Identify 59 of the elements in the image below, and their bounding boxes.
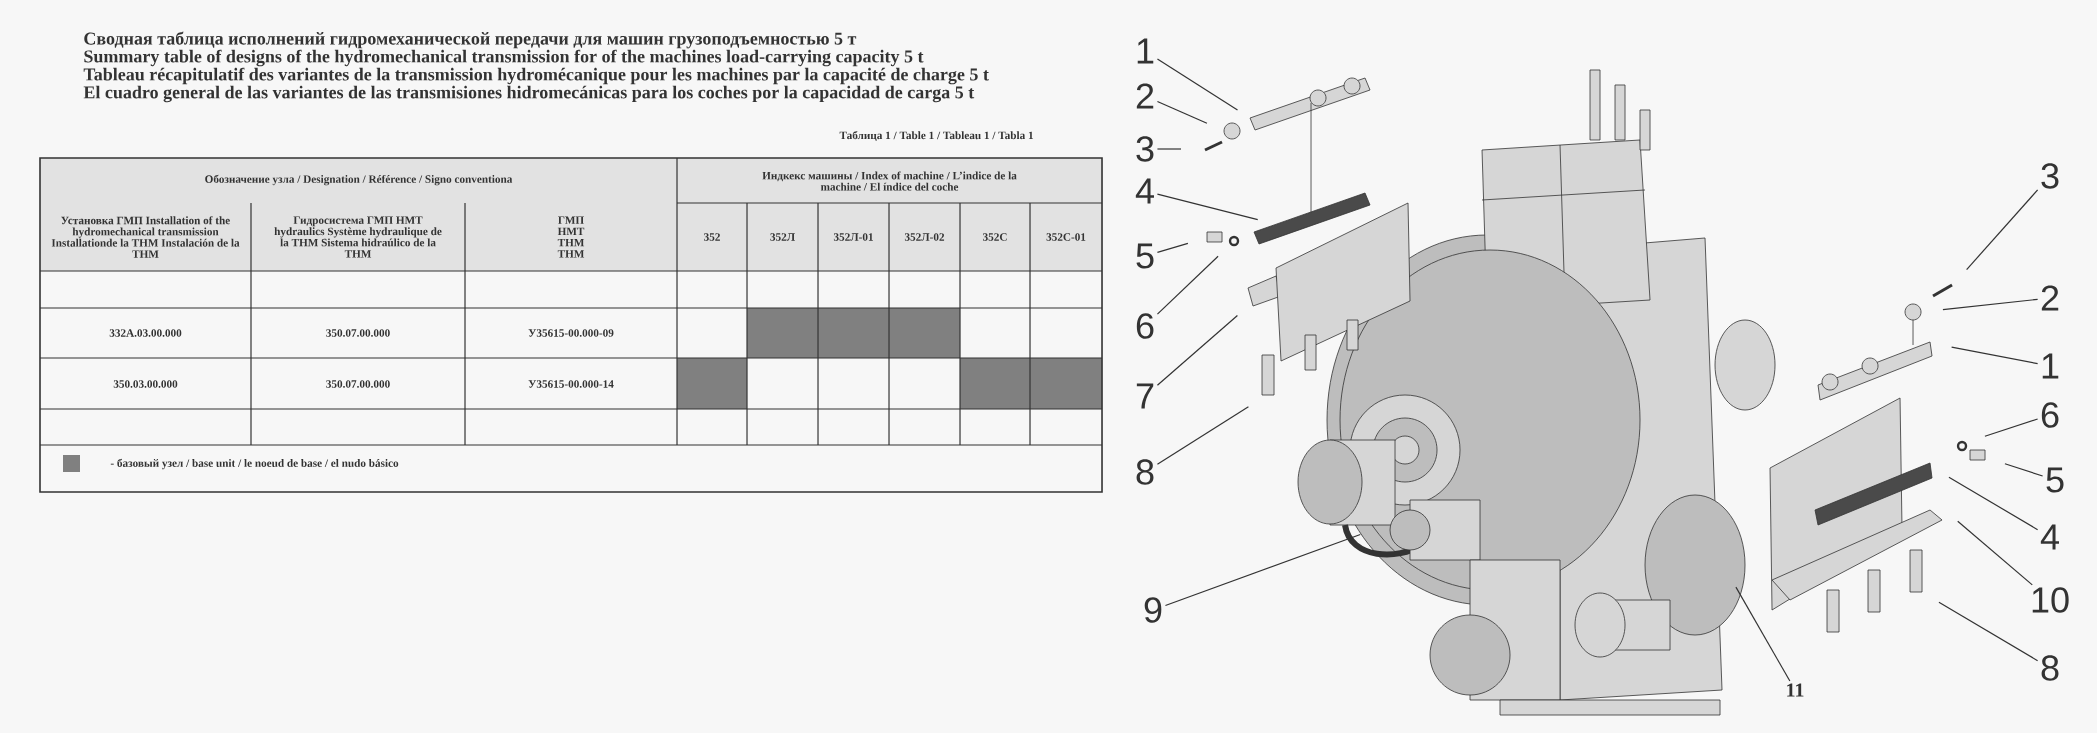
cell-text: 350.03.00.000 <box>113 380 178 388</box>
leader-line <box>1156 100 1208 124</box>
leader-line <box>2004 463 2044 477</box>
column-header: 352Л-02 <box>904 233 945 241</box>
callout-number: 11 <box>1787 683 1804 697</box>
leader-line <box>1942 298 2039 311</box>
leader-line <box>1156 242 1189 253</box>
leader-line <box>1156 255 1219 315</box>
callout-number: 3 <box>2041 163 2059 189</box>
table-caption: Таблица 1 / Table 1 / Tableau 1 / Tabla 1 <box>839 131 1034 141</box>
title-text: Tableau récapitulatif des variantes de la transmission hydromécanique pour les machines par la capacité de charge 5 t <box>83 67 989 85</box>
leader-line <box>1164 533 1361 607</box>
column-header: 352 <box>704 233 720 241</box>
callout-number: 4 <box>1135 178 1154 204</box>
column-header: Гидросистема ГМП HMT hydraulics Système hydraulique de la THM Sistema hidraúlico de la THM <box>274 216 442 258</box>
column-header: 352С <box>983 233 1007 241</box>
title-text: Сводная таблица исполнений гидромеханической передачи для машин грузоподъемностью 5 т <box>84 31 857 49</box>
column-header: ГМП HMT THM THM <box>557 216 585 258</box>
leader-line <box>1984 418 2039 437</box>
callout-number: 6 <box>2041 402 2059 428</box>
title-text: Summary table of designs of the hydromechanical transmission for of the machines load-carrying capacity 5 t <box>84 49 924 67</box>
leader-line <box>1735 586 1791 682</box>
title-text: El cuadro general de las variantes de las transmisiones hidromecánicas para los coches por la capacidad de carga 5 t <box>83 85 975 103</box>
cell-text: 332А.03.00.000 <box>109 329 182 337</box>
callout-number: 4 <box>2040 524 2059 550</box>
leader-line <box>1156 193 1259 221</box>
cell-text: 350.07.00.000 <box>326 380 390 388</box>
cell-text: У35615-00.000-14 <box>528 380 614 388</box>
leader-line <box>1951 346 2039 365</box>
leader-line <box>1156 406 1249 465</box>
callout-number: 7 <box>1136 383 1154 409</box>
callout-number: 3 <box>1136 136 1154 162</box>
column-header: 352Л <box>770 233 795 241</box>
column-header: 352Л-01 <box>833 233 873 241</box>
callout-number: 2 <box>1136 83 1154 109</box>
column-header: Установка ГМП Installation of the hydromechanical transmission Installationde la THM Instalación de la THM <box>51 216 240 258</box>
leader-line <box>1948 476 2039 531</box>
callout-number: 8 <box>1136 459 1154 485</box>
callout-number: 2 <box>2041 285 2059 311</box>
column-header: Обозначение узла / Designation / Référence / Signo conventiona <box>205 174 513 186</box>
callout-number: 10 <box>2032 587 2069 613</box>
cell-text: 350.07.00.000 <box>326 329 390 337</box>
callout-number: 6 <box>1136 313 1154 339</box>
callout-number: 9 <box>1144 597 1162 623</box>
column-header: Индкекс машины / Index of machine / L’indice de la machine / El índice del coche <box>762 171 1017 191</box>
cell-text: У35615-00.000-09 <box>528 329 614 337</box>
leader-line <box>1156 314 1238 386</box>
column-header: 352С-01 <box>1046 233 1086 241</box>
leader-line <box>1966 189 2039 271</box>
callout-number: 8 <box>2041 655 2059 681</box>
leader-line <box>1156 148 1182 150</box>
callout-number: 1 <box>2042 353 2059 379</box>
leader-line <box>1156 58 1239 111</box>
callout-number: 1 <box>1137 38 1154 64</box>
leader-line <box>1957 520 2033 586</box>
legend-text: - базовый узел / base unit / le noeud de base / el nudo básico <box>110 458 399 470</box>
callout-number: 5 <box>2046 467 2064 493</box>
leader-line <box>1938 601 2039 662</box>
callout-number: 5 <box>1136 243 1154 269</box>
